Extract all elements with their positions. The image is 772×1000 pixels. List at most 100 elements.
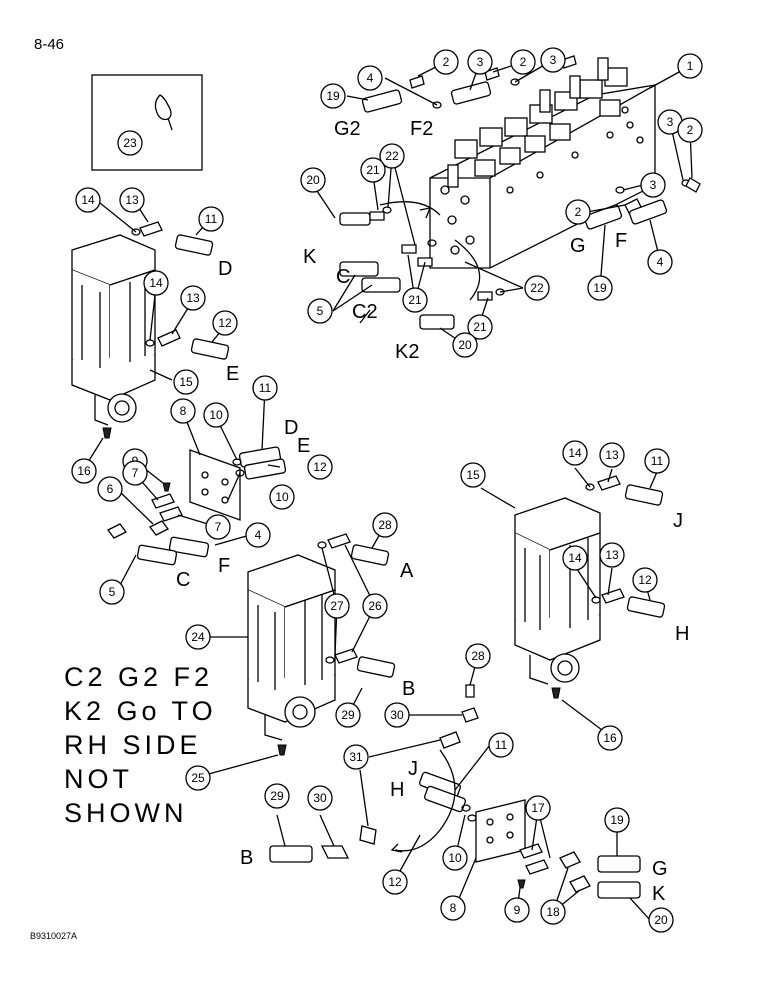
svg-text:19: 19 xyxy=(326,89,340,103)
svg-text:22: 22 xyxy=(530,281,544,295)
svg-text:31: 31 xyxy=(349,750,363,764)
svg-text:3: 3 xyxy=(477,55,484,69)
callout-20: 20 xyxy=(300,167,326,193)
callout-14: 14 xyxy=(562,545,588,571)
control-valve-block xyxy=(429,57,656,269)
svg-text:14: 14 xyxy=(568,551,582,565)
callout-19: 19 xyxy=(604,807,630,833)
svg-text:22: 22 xyxy=(385,149,399,163)
callout-14: 14 xyxy=(143,270,169,296)
svg-text:10: 10 xyxy=(448,851,462,865)
callout-30: 30 xyxy=(307,785,333,811)
port-label-G: G xyxy=(652,858,668,880)
port-label-E: E xyxy=(297,435,310,457)
port-label-F: F xyxy=(218,555,230,577)
svg-text:8: 8 xyxy=(180,404,187,418)
callout-21: 21 xyxy=(402,287,428,313)
svg-text:14: 14 xyxy=(568,446,582,460)
callout-13: 13 xyxy=(119,187,145,213)
callout-25: 25 xyxy=(185,765,211,791)
svg-text:28: 28 xyxy=(471,649,485,663)
svg-text:2: 2 xyxy=(520,55,527,69)
svg-text:6: 6 xyxy=(107,482,114,496)
svg-text:23: 23 xyxy=(123,136,137,150)
callout-15: 15 xyxy=(460,462,486,488)
callout-21: 21 xyxy=(360,157,386,183)
port-label-E: E xyxy=(226,363,239,385)
svg-text:2: 2 xyxy=(575,205,582,219)
port-label-J: J xyxy=(408,758,418,780)
callout-22: 22 xyxy=(379,143,405,169)
svg-text:16: 16 xyxy=(77,464,91,478)
routing-note: C2 G2 F2 K2 Go TO RH SIDE NOT SHOWN xyxy=(64,660,217,830)
note-line: SHOWN xyxy=(64,798,188,828)
callout-5: 5 xyxy=(307,298,333,324)
callout-21: 21 xyxy=(467,314,493,340)
svg-text:15: 15 xyxy=(466,468,480,482)
svg-text:28: 28 xyxy=(378,518,392,532)
inset-box xyxy=(91,74,203,171)
callout-20: 20 xyxy=(452,332,478,358)
right-actuator xyxy=(514,475,666,699)
svg-text:4: 4 xyxy=(255,528,262,542)
port-label-B: B xyxy=(402,678,415,700)
callout-28: 28 xyxy=(372,512,398,538)
svg-text:14: 14 xyxy=(81,193,95,207)
port-label-K: K xyxy=(303,246,317,268)
svg-text:11: 11 xyxy=(495,738,508,752)
callout-7: 7 xyxy=(205,514,231,540)
callout-12: 12 xyxy=(632,567,658,593)
callout-11: 11 xyxy=(198,206,224,232)
callout-12: 12 xyxy=(382,869,408,895)
left-actuator xyxy=(71,234,156,439)
port-label-A: A xyxy=(400,560,414,582)
callout-29: 29 xyxy=(335,702,361,728)
svg-text:7: 7 xyxy=(132,466,139,480)
page-number: 8-46 xyxy=(34,36,65,53)
callout-3: 3 xyxy=(540,47,566,73)
callout-11: 11 xyxy=(252,375,278,401)
callout-4: 4 xyxy=(357,65,383,91)
callout-30: 30 xyxy=(384,702,410,728)
svg-text:8: 8 xyxy=(450,901,457,915)
svg-text:15: 15 xyxy=(179,375,193,389)
svg-text:5: 5 xyxy=(317,304,324,318)
svg-text:17: 17 xyxy=(531,801,545,815)
port-label-K: K xyxy=(652,883,666,905)
svg-text:25: 25 xyxy=(191,771,205,785)
callout-1: 1 xyxy=(677,53,703,79)
svg-text:24: 24 xyxy=(191,630,205,644)
svg-text:30: 30 xyxy=(313,791,327,805)
svg-text:27: 27 xyxy=(330,599,344,613)
svg-text:21: 21 xyxy=(366,163,380,177)
callout-11: 11 xyxy=(488,732,514,758)
svg-text:4: 4 xyxy=(657,255,664,269)
callout-28: 28 xyxy=(465,643,491,669)
svg-text:10: 10 xyxy=(209,408,223,422)
port-label-C2: C2 xyxy=(352,301,378,323)
port-label-G: G xyxy=(570,235,586,257)
port-label-B: B xyxy=(240,847,253,869)
callout-17: 17 xyxy=(525,795,551,821)
figure-reference: B9310027A xyxy=(30,931,78,941)
callout-31: 31 xyxy=(343,744,369,770)
callout-3: 3 xyxy=(467,49,493,75)
svg-text:3: 3 xyxy=(550,53,557,67)
svg-text:30: 30 xyxy=(390,708,404,722)
callout-2: 2 xyxy=(565,199,591,225)
svg-text:3: 3 xyxy=(667,115,674,129)
svg-text:4: 4 xyxy=(367,71,374,85)
svg-text:21: 21 xyxy=(473,320,487,334)
callout-18: 18 xyxy=(540,899,566,925)
callout-12: 12 xyxy=(212,310,238,336)
svg-text:16: 16 xyxy=(603,731,617,745)
callout-10: 10 xyxy=(269,484,295,510)
svg-text:12: 12 xyxy=(638,573,652,587)
valve-fittings xyxy=(339,55,701,330)
callout-6: 6 xyxy=(97,476,123,502)
callout-15: 15 xyxy=(173,369,199,395)
callout-3: 3 xyxy=(640,172,666,198)
svg-text:26: 26 xyxy=(368,599,382,613)
callout-2: 2 xyxy=(510,49,536,75)
port-labels: G2 F2 K C C2 K2 G F D E D E F C A A B J … xyxy=(176,118,689,905)
